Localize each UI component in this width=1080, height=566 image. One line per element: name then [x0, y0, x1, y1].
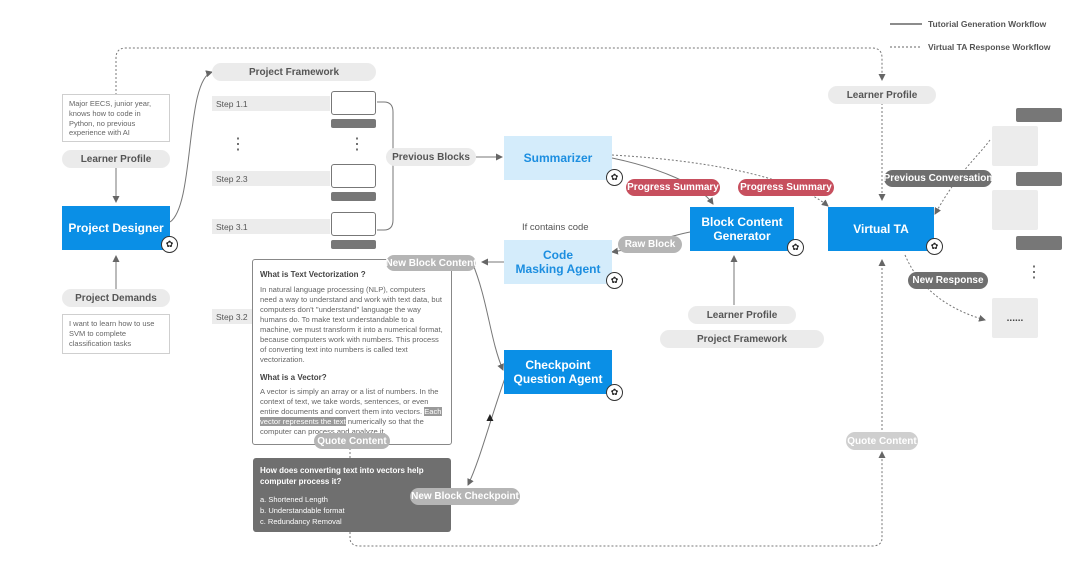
project-designer-label: Project Designer — [68, 220, 164, 235]
virtual-ta-node[interactable]: Virtual TA — [828, 207, 934, 251]
project-demands-label: Project Demands — [62, 289, 170, 307]
step-block-bar — [331, 119, 376, 128]
new-block-checkpoint-tag: New Block Checkpoint — [410, 488, 520, 505]
doc-heading: What is a Vector? — [260, 372, 327, 382]
block-content-generator-node[interactable]: Block Content Generator — [690, 207, 794, 251]
if-contains-code-label: If contains code — [522, 222, 589, 233]
vertical-ellipsis: ⋮ — [349, 136, 365, 153]
block-content-generator-label: Block Content Generator — [701, 214, 783, 243]
previous-conversation-tag: Previous Conversation — [884, 170, 992, 187]
doc-paragraph: In natural language processing (NLP), co… — [260, 284, 443, 364]
vertical-ellipsis: ⋮ — [1026, 264, 1042, 281]
vta-learner-profile-label: Learner Profile — [828, 86, 936, 104]
openai-icon: ✿ — [161, 236, 178, 253]
openai-icon: ✿ — [926, 238, 943, 255]
new-chat-message: ...... — [992, 298, 1038, 338]
openai-icon: ✿ — [606, 384, 623, 401]
answer-option[interactable]: b. Understandable format — [260, 505, 345, 515]
new-block-content-tag: New Block Content — [385, 255, 477, 271]
new-block-content-doc: What is Text Vectorization ? In natural … — [252, 259, 452, 445]
checkpoint-question-agent-label: Checkpoint Question Agent — [513, 357, 603, 386]
step-label: Step 1.1 — [212, 96, 330, 111]
openai-icon: ✿ — [606, 169, 623, 186]
chat-message-tag — [1016, 172, 1062, 186]
learner-profile-note: Major EECS, junior year, knows how to co… — [62, 94, 170, 142]
code-masking-agent-label: Code Masking Agent — [515, 247, 601, 276]
checkpoint-question: How does converting text into vectors he… — [260, 466, 424, 486]
step-block — [331, 212, 376, 236]
virtual-ta-label: Virtual TA — [853, 221, 909, 236]
bcg-project-framework-label: Project Framework — [660, 330, 824, 348]
step-label: Step 3.1 — [212, 219, 330, 234]
openai-icon: ✿ — [787, 239, 804, 256]
summarizer-node[interactable]: Summarizer — [504, 136, 612, 180]
raw-block-tag: Raw Block — [618, 236, 682, 253]
learner-profile-label: Learner Profile — [62, 150, 170, 168]
step-block — [331, 164, 376, 188]
step-block-bar — [331, 192, 376, 201]
progress-summary-tag: Progress Summary — [626, 179, 720, 196]
legend-dashed-label: Virtual TA Response Workflow — [928, 42, 1051, 52]
answer-option[interactable]: a. Shortened Length — [260, 494, 328, 504]
code-masking-agent-node[interactable]: Code Masking Agent — [504, 240, 612, 284]
chat-message — [992, 190, 1038, 230]
quote-content-tag: Quote Content — [314, 433, 390, 449]
openai-icon: ✿ — [606, 272, 623, 289]
doc-heading: What is Text Vectorization ? — [260, 270, 366, 279]
answer-option[interactable]: c. Redundancy Removal — [260, 517, 342, 527]
checkpoint-question-agent-node[interactable]: Checkpoint Question Agent — [504, 350, 612, 394]
quote-content-tag: Quote Content — [846, 432, 918, 450]
new-response-tag: New Response — [908, 272, 988, 289]
vertical-ellipsis: ⋮ — [230, 136, 246, 153]
project-demands-note: I want to learn how to use SVM to comple… — [62, 314, 170, 354]
chat-message-tag — [1016, 236, 1062, 250]
legend-solid-label: Tutorial Generation Workflow — [928, 19, 1047, 29]
step-label: Step 2.3 — [212, 171, 330, 186]
previous-blocks-label: Previous Blocks — [386, 148, 476, 166]
step-block — [331, 91, 376, 115]
chat-message-tag — [1016, 108, 1062, 122]
step-block-bar — [331, 240, 376, 249]
chat-message — [992, 126, 1038, 166]
step-label: Step 3.2 — [212, 309, 252, 324]
bcg-learner-profile-label: Learner Profile — [688, 306, 796, 324]
doc-text: numerically so that the computer can pro… — [260, 417, 424, 437]
project-framework-label: Project Framework — [212, 63, 376, 81]
progress-summary-tag: Progress Summary — [738, 179, 834, 196]
mouse-cursor-icon: ▲ — [484, 410, 496, 424]
doc-text: A vector is simply an array or a list of… — [260, 387, 439, 417]
doc-paragraph: A vector is simply an array or a list of… — [260, 387, 444, 437]
project-designer-node[interactable]: Project Designer — [62, 206, 170, 250]
summarizer-label: Summarizer — [523, 150, 593, 165]
